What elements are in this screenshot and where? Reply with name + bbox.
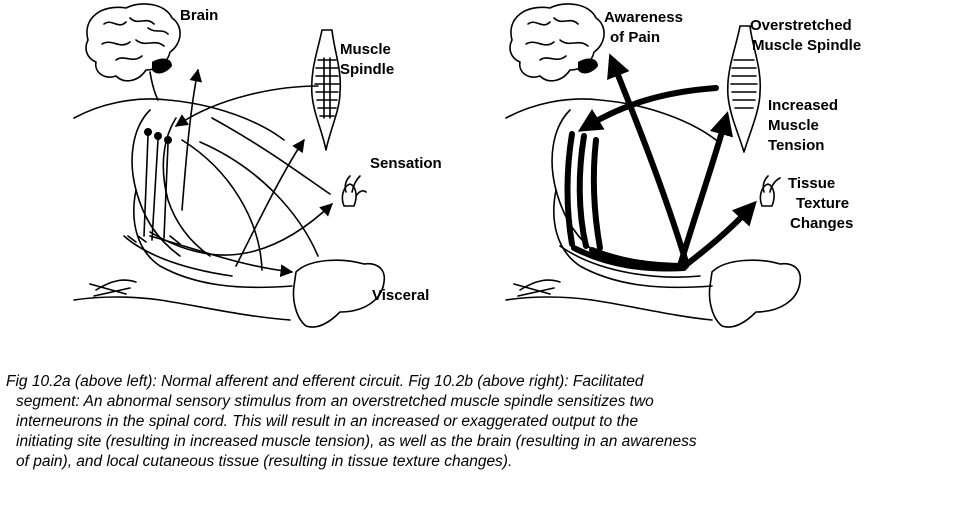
figure-caption: Fig 10.2a (above left): Normal afferent … [6, 372, 968, 472]
tissue-receptor-icon [759, 175, 781, 207]
tension-label-line1: Increased [768, 97, 838, 114]
overstretched-label-line2: Muscle Spindle [752, 37, 861, 54]
caption-line-4: initiating site (resulting in increased … [16, 433, 697, 450]
caption-line-3: interneurons in the spinal cord. This wi… [16, 413, 639, 430]
neural-pathways-b [559, 53, 757, 278]
brain-icon-b [509, 3, 605, 82]
tissue-label-line3: Changes [790, 215, 853, 232]
overstretched-label-line1: Overstretched [750, 17, 852, 34]
brain-label: Brain [180, 7, 218, 24]
caption-line-5: of pain), and local cutaneous tissue (re… [16, 453, 513, 470]
overstretched-spindle-icon [726, 25, 762, 153]
tissue-label-line1: Tissue [788, 175, 835, 192]
awareness-label-line1: Awareness [604, 9, 683, 26]
caption-line-2: segment: An abnormal sensory stimulus fr… [16, 393, 654, 410]
tissue-label-line2: Texture [796, 195, 849, 212]
muscle-label-line2: Spindle [340, 61, 394, 78]
caption-line-1: Fig 10.2a (above left): Normal afferent … [6, 373, 644, 390]
sensation-label: Sensation [370, 155, 442, 172]
tension-label-line3: Tension [768, 137, 824, 154]
tension-label-line2: Muscle [768, 117, 819, 134]
neural-pathways-a [123, 68, 333, 278]
visceral-organ-icon-b [708, 259, 802, 328]
muscle-label-line1: Muscle [340, 41, 391, 58]
panel-b: Awareness of Pain Overstretched Muscle S… [505, 3, 861, 328]
spinal-cord-outline-b [505, 98, 717, 321]
visceral-label: Visceral [372, 287, 429, 304]
muscle-spindle-icon [310, 29, 342, 151]
diagram-figure: Brain Muscle Spindle Sensation Visceral [73, 3, 861, 328]
awareness-label-line2: of Pain [610, 29, 660, 46]
spinal-cord-outline [73, 98, 293, 321]
brain-icon [85, 3, 181, 101]
visceral-organ-icon [292, 259, 386, 328]
panel-a: Brain Muscle Spindle Sensation Visceral [73, 3, 442, 328]
sensation-receptor-icon [341, 175, 367, 207]
